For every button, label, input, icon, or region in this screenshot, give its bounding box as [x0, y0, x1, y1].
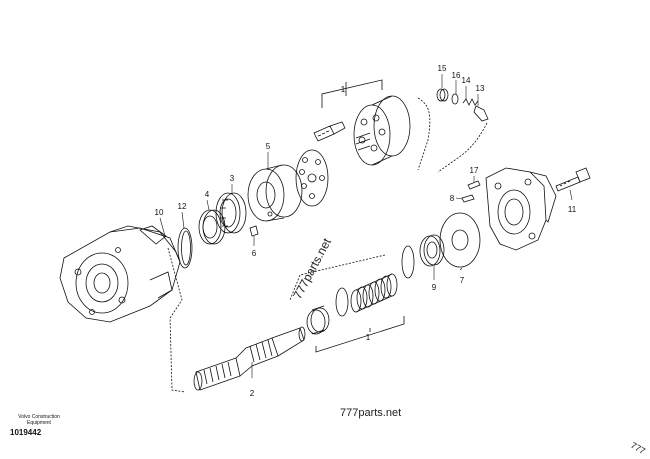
spring-small	[462, 98, 479, 106]
sleeve	[306, 305, 330, 335]
bearing-housing	[247, 164, 303, 222]
pin	[249, 225, 259, 237]
callout-1-top: 1	[341, 85, 346, 94]
valve-poppet	[473, 105, 489, 122]
callout-9: 9	[432, 283, 437, 292]
assembly-guide-line	[417, 97, 431, 171]
callout-bracket-bottom	[315, 316, 405, 353]
spacer-ring	[335, 287, 349, 317]
callout-10: 10	[155, 208, 164, 217]
leader-lines	[159, 74, 573, 378]
callout-1-bottom: 1	[366, 333, 371, 342]
bolt	[313, 121, 346, 142]
cap-screw	[555, 167, 591, 192]
callout-2: 2	[250, 389, 255, 398]
callout-12: 12	[178, 202, 187, 211]
document-number: 1019442	[10, 428, 42, 437]
callout-13: 13	[476, 84, 485, 93]
watermark-diagonal: 777parts.net	[290, 235, 334, 301]
callout-bracket-top	[321, 79, 383, 108]
bearing-rear	[419, 234, 445, 267]
pin-small	[467, 180, 481, 190]
watermark-corner: 777	[629, 440, 647, 456]
callout-15: 15	[438, 64, 447, 73]
cylinder-block	[353, 95, 411, 166]
o-ring-small	[451, 93, 459, 105]
callout-14: 14	[462, 76, 471, 85]
drive-shaft	[193, 326, 306, 391]
callout-7: 7	[460, 276, 465, 285]
brand-line-2: Equipment	[27, 420, 51, 426]
spring-large	[350, 273, 398, 313]
callout-4: 4	[205, 190, 210, 199]
valve-plate	[295, 149, 329, 207]
roller-bearing	[215, 192, 247, 234]
dowel-pin	[461, 194, 475, 203]
assembly-guide-line	[437, 122, 488, 173]
callout-16: 16	[452, 71, 461, 80]
callout-3: 3	[230, 174, 235, 183]
callout-11: 11	[568, 205, 577, 214]
callout-17: 17	[470, 166, 479, 175]
plug	[436, 88, 449, 102]
end-cover	[485, 167, 557, 251]
assembly-guide-line	[167, 247, 186, 393]
bearing-small	[198, 209, 226, 245]
callout-5: 5	[266, 142, 271, 151]
motor-housing	[59, 225, 181, 323]
brand-line-1: Volvo Construction	[18, 414, 60, 420]
assembly-guide-line	[289, 254, 386, 301]
retaining-ring	[177, 227, 193, 269]
brand-label: Volvo Construction Equipment	[9, 414, 69, 426]
thrust-plate	[439, 212, 481, 268]
washer	[401, 245, 415, 279]
callout-8: 8	[450, 194, 455, 203]
callout-6: 6	[252, 249, 257, 258]
watermark-bottom: 777parts.net	[340, 407, 401, 419]
